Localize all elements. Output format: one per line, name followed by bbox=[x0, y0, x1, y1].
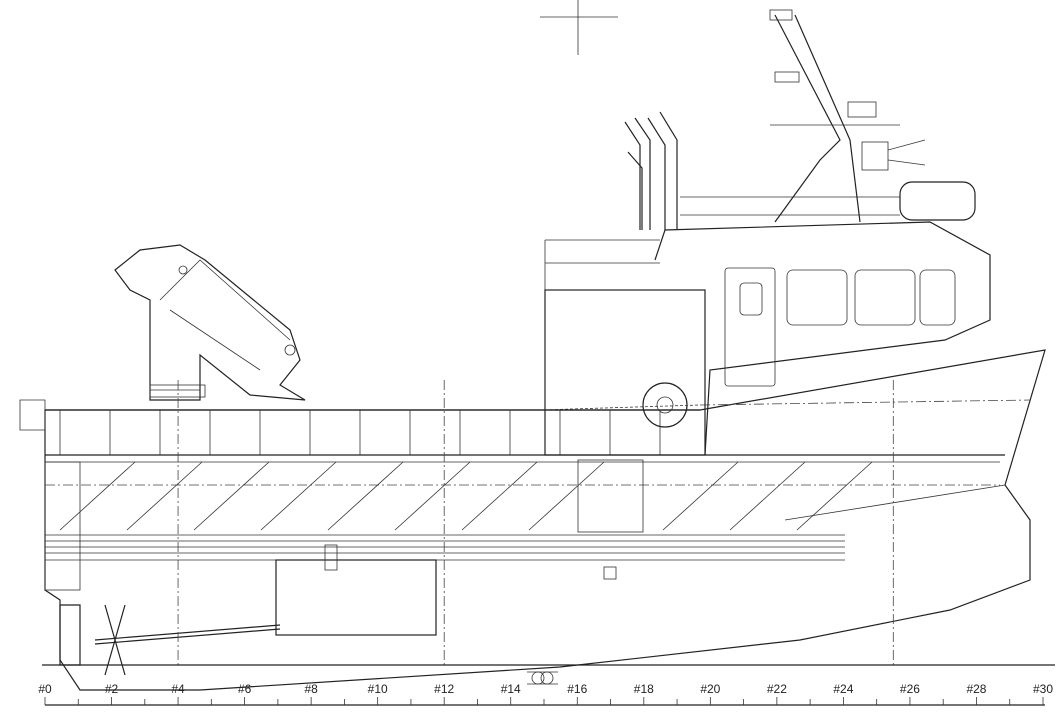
radar bbox=[847, 101, 877, 118]
engine bbox=[275, 559, 437, 636]
frame-label: #22 bbox=[767, 682, 787, 696]
frame-label: #4 bbox=[171, 682, 185, 696]
stiffener bbox=[394, 461, 471, 531]
frame-label: #14 bbox=[501, 682, 521, 696]
frame-label: #2 bbox=[105, 682, 119, 696]
propeller bbox=[104, 604, 126, 676]
reference-crosshair bbox=[540, 0, 618, 55]
window bbox=[786, 269, 848, 326]
stiffener bbox=[662, 461, 739, 531]
propulsion bbox=[59, 544, 437, 676]
window bbox=[854, 269, 916, 326]
door bbox=[724, 267, 776, 387]
frame-label: #20 bbox=[700, 682, 720, 696]
stiffener bbox=[193, 461, 270, 531]
frame-label: #0 bbox=[38, 682, 52, 696]
frame-label: #24 bbox=[833, 682, 853, 696]
crane bbox=[114, 244, 306, 401]
winch bbox=[642, 382, 688, 428]
top-railing bbox=[680, 181, 976, 221]
stiffener bbox=[327, 461, 404, 531]
superstructure bbox=[539, 221, 991, 533]
stiffener bbox=[528, 461, 605, 531]
stiffener bbox=[796, 461, 873, 531]
hull-stiffeners bbox=[59, 461, 873, 531]
ruler-ticks bbox=[44, 697, 1044, 705]
midship-symbol bbox=[527, 671, 558, 685]
stiffener bbox=[59, 461, 136, 531]
searchlight bbox=[861, 141, 889, 171]
exhaust-stacks bbox=[624, 111, 678, 230]
mast bbox=[769, 9, 926, 223]
frame-label: #6 bbox=[238, 682, 252, 696]
stiffener bbox=[126, 461, 203, 531]
window bbox=[919, 269, 956, 326]
frame-label: #26 bbox=[900, 682, 920, 696]
frame-label: #10 bbox=[368, 682, 388, 696]
stiffener bbox=[729, 461, 806, 531]
frame-lines bbox=[177, 380, 894, 665]
frame-label: #12 bbox=[434, 682, 454, 696]
bulwark bbox=[19, 399, 700, 455]
frame-label: #30 bbox=[1033, 682, 1053, 696]
rudder bbox=[59, 604, 81, 666]
stiffener bbox=[260, 461, 337, 531]
frame-label: #18 bbox=[634, 682, 654, 696]
frame-label: #28 bbox=[966, 682, 986, 696]
liferaft bbox=[899, 181, 976, 221]
hatched-tank bbox=[44, 461, 81, 591]
frame-label: #8 bbox=[304, 682, 318, 696]
frame-label: #16 bbox=[567, 682, 587, 696]
stiffener bbox=[461, 461, 538, 531]
